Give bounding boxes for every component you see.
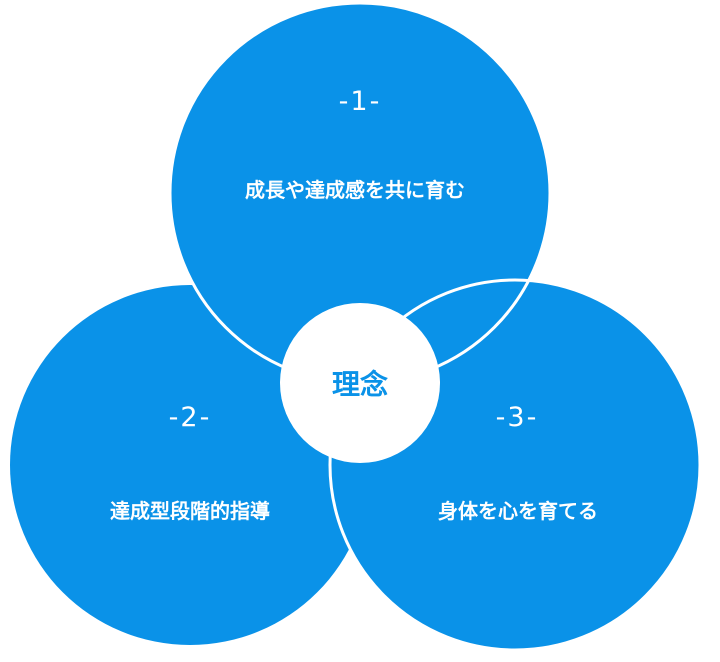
circle-3-outline — [328, 278, 702, 652]
circle-1-label: 成長や達成感を共に育む — [245, 178, 465, 202]
circle-1 — [170, 3, 550, 383]
center-disc — [280, 303, 440, 463]
circle-2 — [10, 285, 370, 645]
circle-3-number: -3- — [496, 402, 539, 433]
center-label: 理念 — [332, 368, 388, 401]
circle-2-number: -2- — [169, 402, 212, 433]
circle-1-number: -1- — [339, 86, 382, 117]
circle-2-label: 達成型段階的指導 — [110, 499, 270, 523]
circle-3-label: 身体を心を育てる — [438, 499, 598, 523]
